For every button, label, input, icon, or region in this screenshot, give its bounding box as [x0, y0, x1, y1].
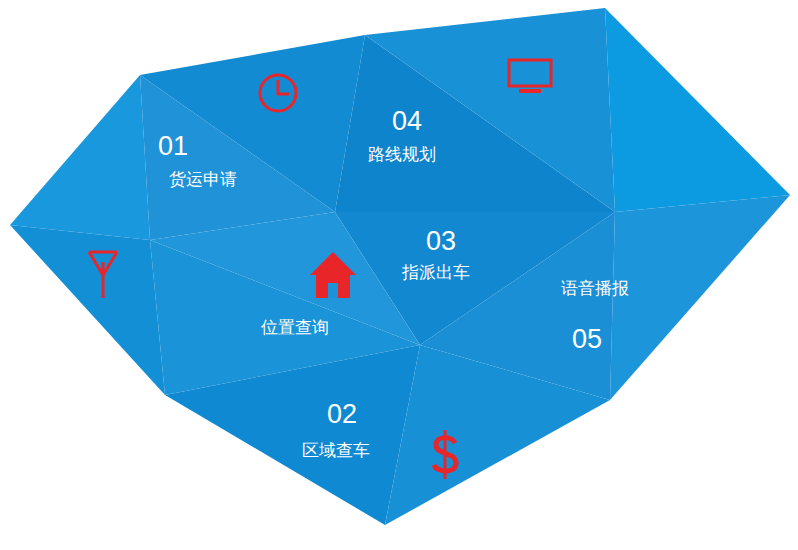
step-label: 语音播报: [561, 280, 629, 299]
callout-number: 04: [392, 107, 422, 137]
callout-number: 03: [426, 227, 456, 257]
house-icon: [310, 252, 356, 298]
antenna-icon: [89, 252, 117, 298]
clock-icon: [260, 75, 296, 111]
monitor-icon: [509, 60, 551, 93]
callout-number: 01: [158, 132, 188, 162]
step-label: 指派出车: [402, 264, 470, 283]
step-label: 区域查车: [302, 442, 370, 461]
callout-number: 05: [572, 325, 602, 355]
dollar-icon: [434, 430, 456, 479]
step-label: 位置查询: [261, 319, 329, 338]
step-label: 路线规划: [368, 146, 436, 165]
step-label: 货运申请: [169, 171, 237, 190]
callout-number: 02: [327, 400, 357, 430]
